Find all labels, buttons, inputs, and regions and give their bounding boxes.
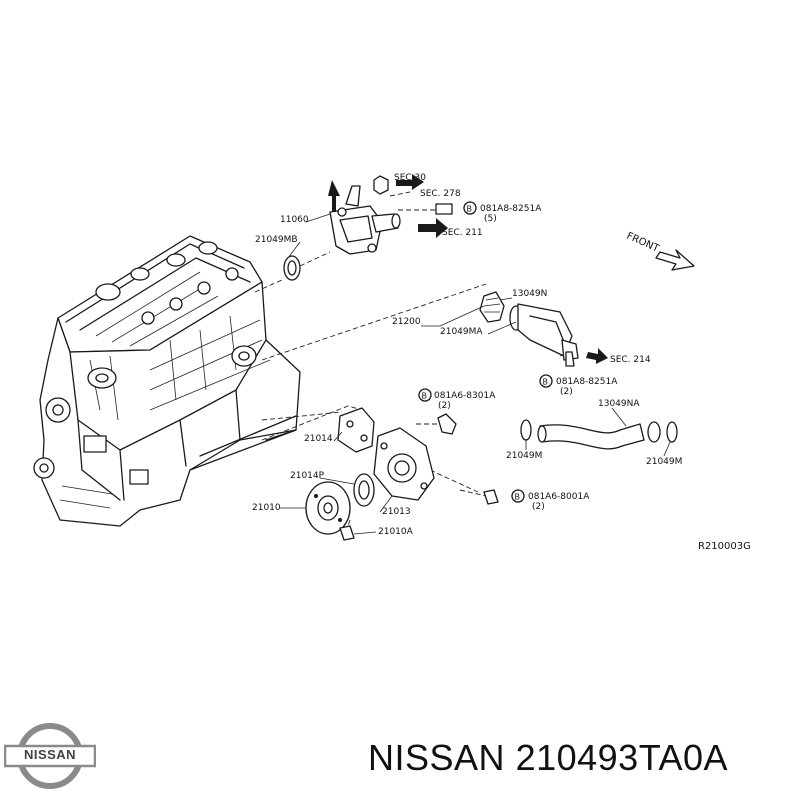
ref-code: R210003G [698,541,751,552]
label-13049na: 13049NA [598,399,640,409]
label-21013: 21013 [382,507,411,517]
label-bolt-4-code: 081A6-8001A [528,492,590,502]
label-13049n: 13049N [512,289,547,299]
label-bolt-1-qty: (5) [484,214,497,224]
nissan-logo-icon [3,723,97,789]
svg-text:B: B [543,378,549,387]
label-21049m-left: 21049M [506,451,542,461]
brand-caption: NISSAN 210493TA0A [368,737,728,779]
label-bolt-1-code: 081A8-8251A [480,204,542,214]
engine-block [33,235,301,527]
front-label: FRONT [625,231,661,255]
part-labels: SEC.30 SEC. 278 081A8-8251A (5) SEC. 211… [252,173,751,552]
label-bolt-3-qty: (2) [438,401,451,411]
label-bolt-2-qty: (2) [560,387,573,397]
svg-text:B: B [422,392,428,401]
water-pump [305,407,499,541]
label-21049m-right: 21049M [646,457,682,467]
label-21049ma: 21049MA [440,327,483,337]
label-21010: 21010 [252,503,281,513]
nissan-logo: NISSAN [3,718,97,794]
label-sec-214: SEC. 214 [610,355,651,365]
brand-part-number: 210493TA0A [515,737,729,778]
label-bolt-3-code: 081A6-8301A [434,391,496,401]
water-hose [520,419,678,450]
label-bolt-2-code: 081A8-8251A [556,377,618,387]
label-bolt-4-qty: (2) [532,502,545,512]
svg-text:B: B [467,205,473,214]
label-21014p: 21014P [290,471,325,481]
svg-text:B: B [515,493,521,502]
thermostat-inlet [479,291,608,367]
label-sec-278: SEC. 278 [420,189,461,199]
label-21014: 21014 [304,434,333,444]
brand-maker: NISSAN [368,737,506,778]
label-21049mb: 21049MB [255,235,298,245]
front-arrow: FRONT [625,231,695,271]
label-21200: 21200 [392,317,421,327]
thermostat-housing [283,174,453,281]
label-11060: 11060 [280,215,309,225]
label-sec-211: SEC. 211 [442,228,483,238]
nissan-logo-word: NISSAN [23,747,77,762]
label-21010a: 21010A [378,527,414,537]
label-leaders [280,213,671,535]
bolt-markers: B B B B [418,201,553,503]
label-sec-top: SEC.30 [394,173,426,183]
